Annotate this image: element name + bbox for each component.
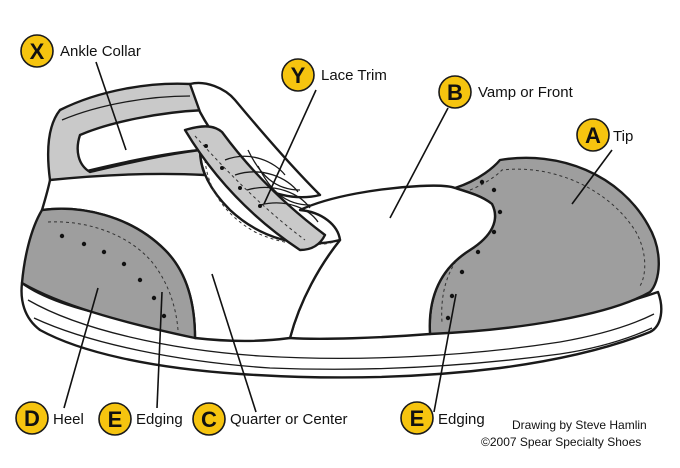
label-quarter: C Quarter or Center: [192, 402, 348, 436]
label-b-text: Vamp or Front: [478, 84, 574, 101]
label-ankle-collar: X Ankle Collar: [20, 34, 141, 68]
badge-a: [576, 118, 610, 152]
badge-e-left-letter: E: [108, 407, 123, 432]
label-a-text: Tip: [613, 128, 633, 145]
label-edging-right: E Edging: [400, 401, 485, 435]
badge-x: [20, 34, 54, 68]
label-x-text: Ankle Collar: [60, 43, 141, 60]
badge-y-letter: Y: [291, 63, 306, 88]
label-e-left-text: Edging: [136, 411, 183, 428]
label-lace-trim: Y Lace Trim: [281, 58, 387, 92]
shoe-heel: [20, 207, 197, 340]
label-c-text: Quarter or Center: [230, 411, 348, 428]
drawing-credit: Drawing by Steve Hamlin ©2007 Spear Spec…: [481, 418, 647, 449]
shoe-tongue-and-laces: [183, 81, 327, 252]
badge-c: [192, 402, 226, 436]
badge-b-letter: B: [447, 80, 463, 105]
label-y-text: Lace Trim: [321, 67, 387, 84]
label-e-right-text: Edging: [438, 411, 485, 428]
brogue-perforations: [59, 179, 503, 321]
badge-e-right: [400, 401, 434, 435]
credit-line-2: ©2007 Spear Specialty Shoes: [481, 435, 641, 449]
badge-a-letter: A: [585, 123, 601, 148]
badge-e-left: [98, 402, 132, 436]
badge-d-letter: D: [24, 406, 40, 431]
credit-line-1: Drawing by Steve Hamlin: [512, 418, 647, 432]
label-d-text: Heel: [53, 411, 84, 428]
shoe-sole: [20, 281, 663, 379]
badge-c-letter: C: [201, 407, 217, 432]
label-vamp: B Vamp or Front: [438, 75, 574, 109]
badge-e-right-letter: E: [410, 406, 425, 431]
label-edging-left: E Edging: [98, 402, 183, 436]
label-heel: D Heel: [15, 401, 84, 435]
shoe-ankle-collar: [46, 82, 207, 182]
badge-y: [281, 58, 315, 92]
label-tip: A Tip: [576, 118, 633, 152]
badge-b: [438, 75, 472, 109]
badge-d: [15, 401, 49, 435]
pointer-lines: [63, 61, 613, 413]
badge-x-letter: X: [30, 39, 45, 64]
